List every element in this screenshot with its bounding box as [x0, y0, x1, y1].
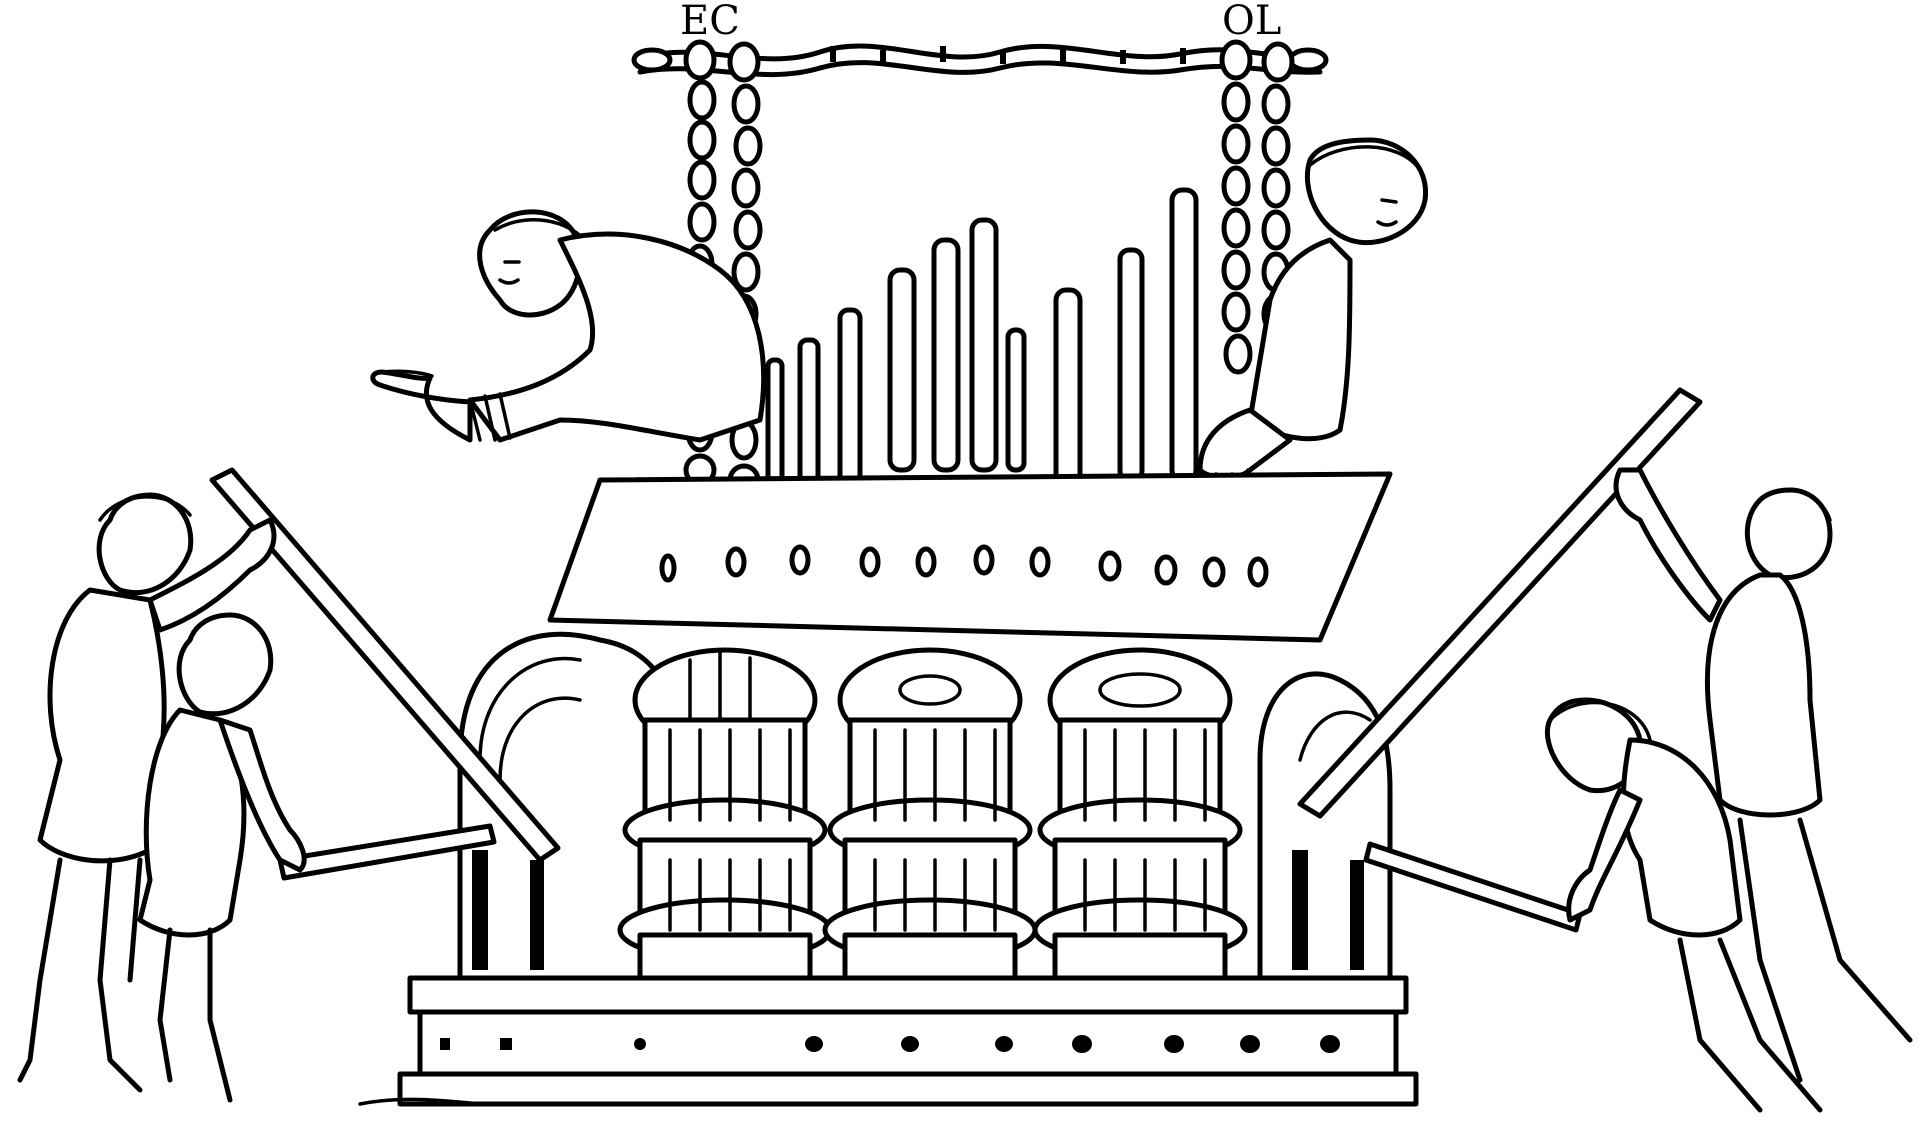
left-pumper-rear — [17, 492, 277, 1093]
organ-base — [397, 975, 1419, 1107]
pumping-levers — [209, 387, 1703, 933]
inscription-right: OL — [1222, 0, 1281, 44]
bellows-right — [1032, 647, 1248, 983]
organ-pipes — [765, 187, 1199, 503]
right-organist — [1190, 137, 1429, 506]
left-pumper-front — [137, 612, 307, 1103]
windchest-lid — [547, 471, 1393, 643]
right-pumper-front — [1544, 697, 1823, 1113]
ground-line — [358, 1097, 482, 1106]
right-pumper-rear — [1613, 467, 1913, 1083]
left-organist — [370, 209, 767, 443]
organ-body — [457, 631, 1393, 983]
bellows-left — [617, 647, 833, 983]
bellows-middle — [822, 647, 1038, 983]
inscription-left: EC — [680, 0, 740, 44]
